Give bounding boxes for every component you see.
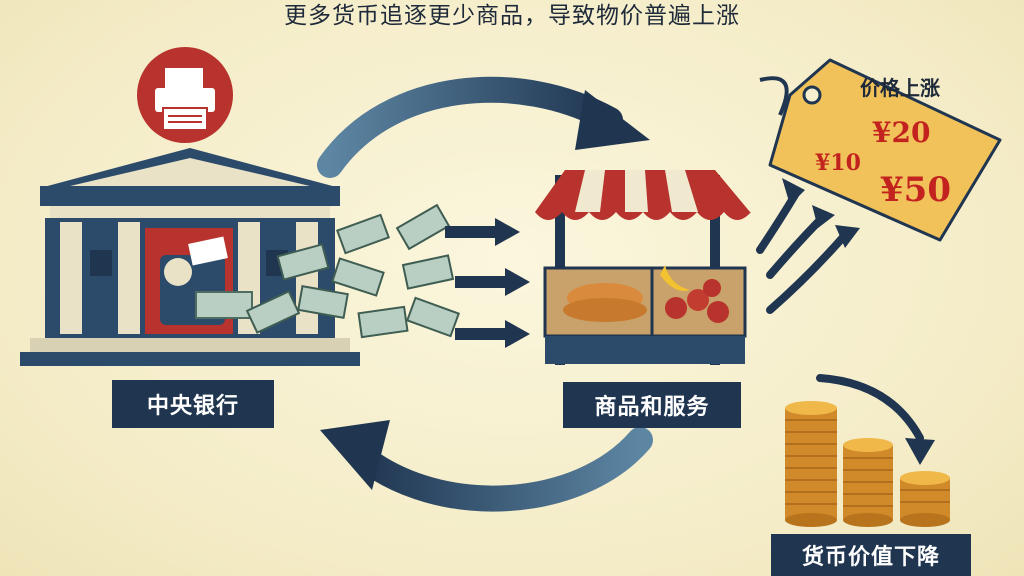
flying-money-bills [245,203,460,339]
price-label-10: ¥10 [815,150,861,176]
bottom-flow-arrow [320,420,653,512]
rising-price-arrows [756,178,860,314]
price-label-20: ¥20 [872,116,931,149]
price-tag-icon [759,58,1002,242]
price-label-50: ¥50 [880,170,951,210]
money-to-goods-arrows [445,218,530,348]
central-bank-label: 中央银行 [112,380,274,428]
coin-stack-tall [785,401,837,527]
coin-stack-short [900,471,950,527]
top-flow-arrow [317,76,650,178]
market-stall-icon [535,170,751,365]
value-decline-arrow [816,374,935,465]
printer-icon [137,47,233,143]
coin-stacks-icon [785,401,950,527]
currency-value-down-label: 货币价值下降 [771,534,971,576]
headline-text: 更多货币追逐更少商品，导致物价普遍上涨 [284,3,740,29]
money-printing-press-icon [160,236,253,325]
price-rise-title: 价格上涨 [860,76,940,100]
goods-services-label: 商品和服务 [563,382,741,428]
